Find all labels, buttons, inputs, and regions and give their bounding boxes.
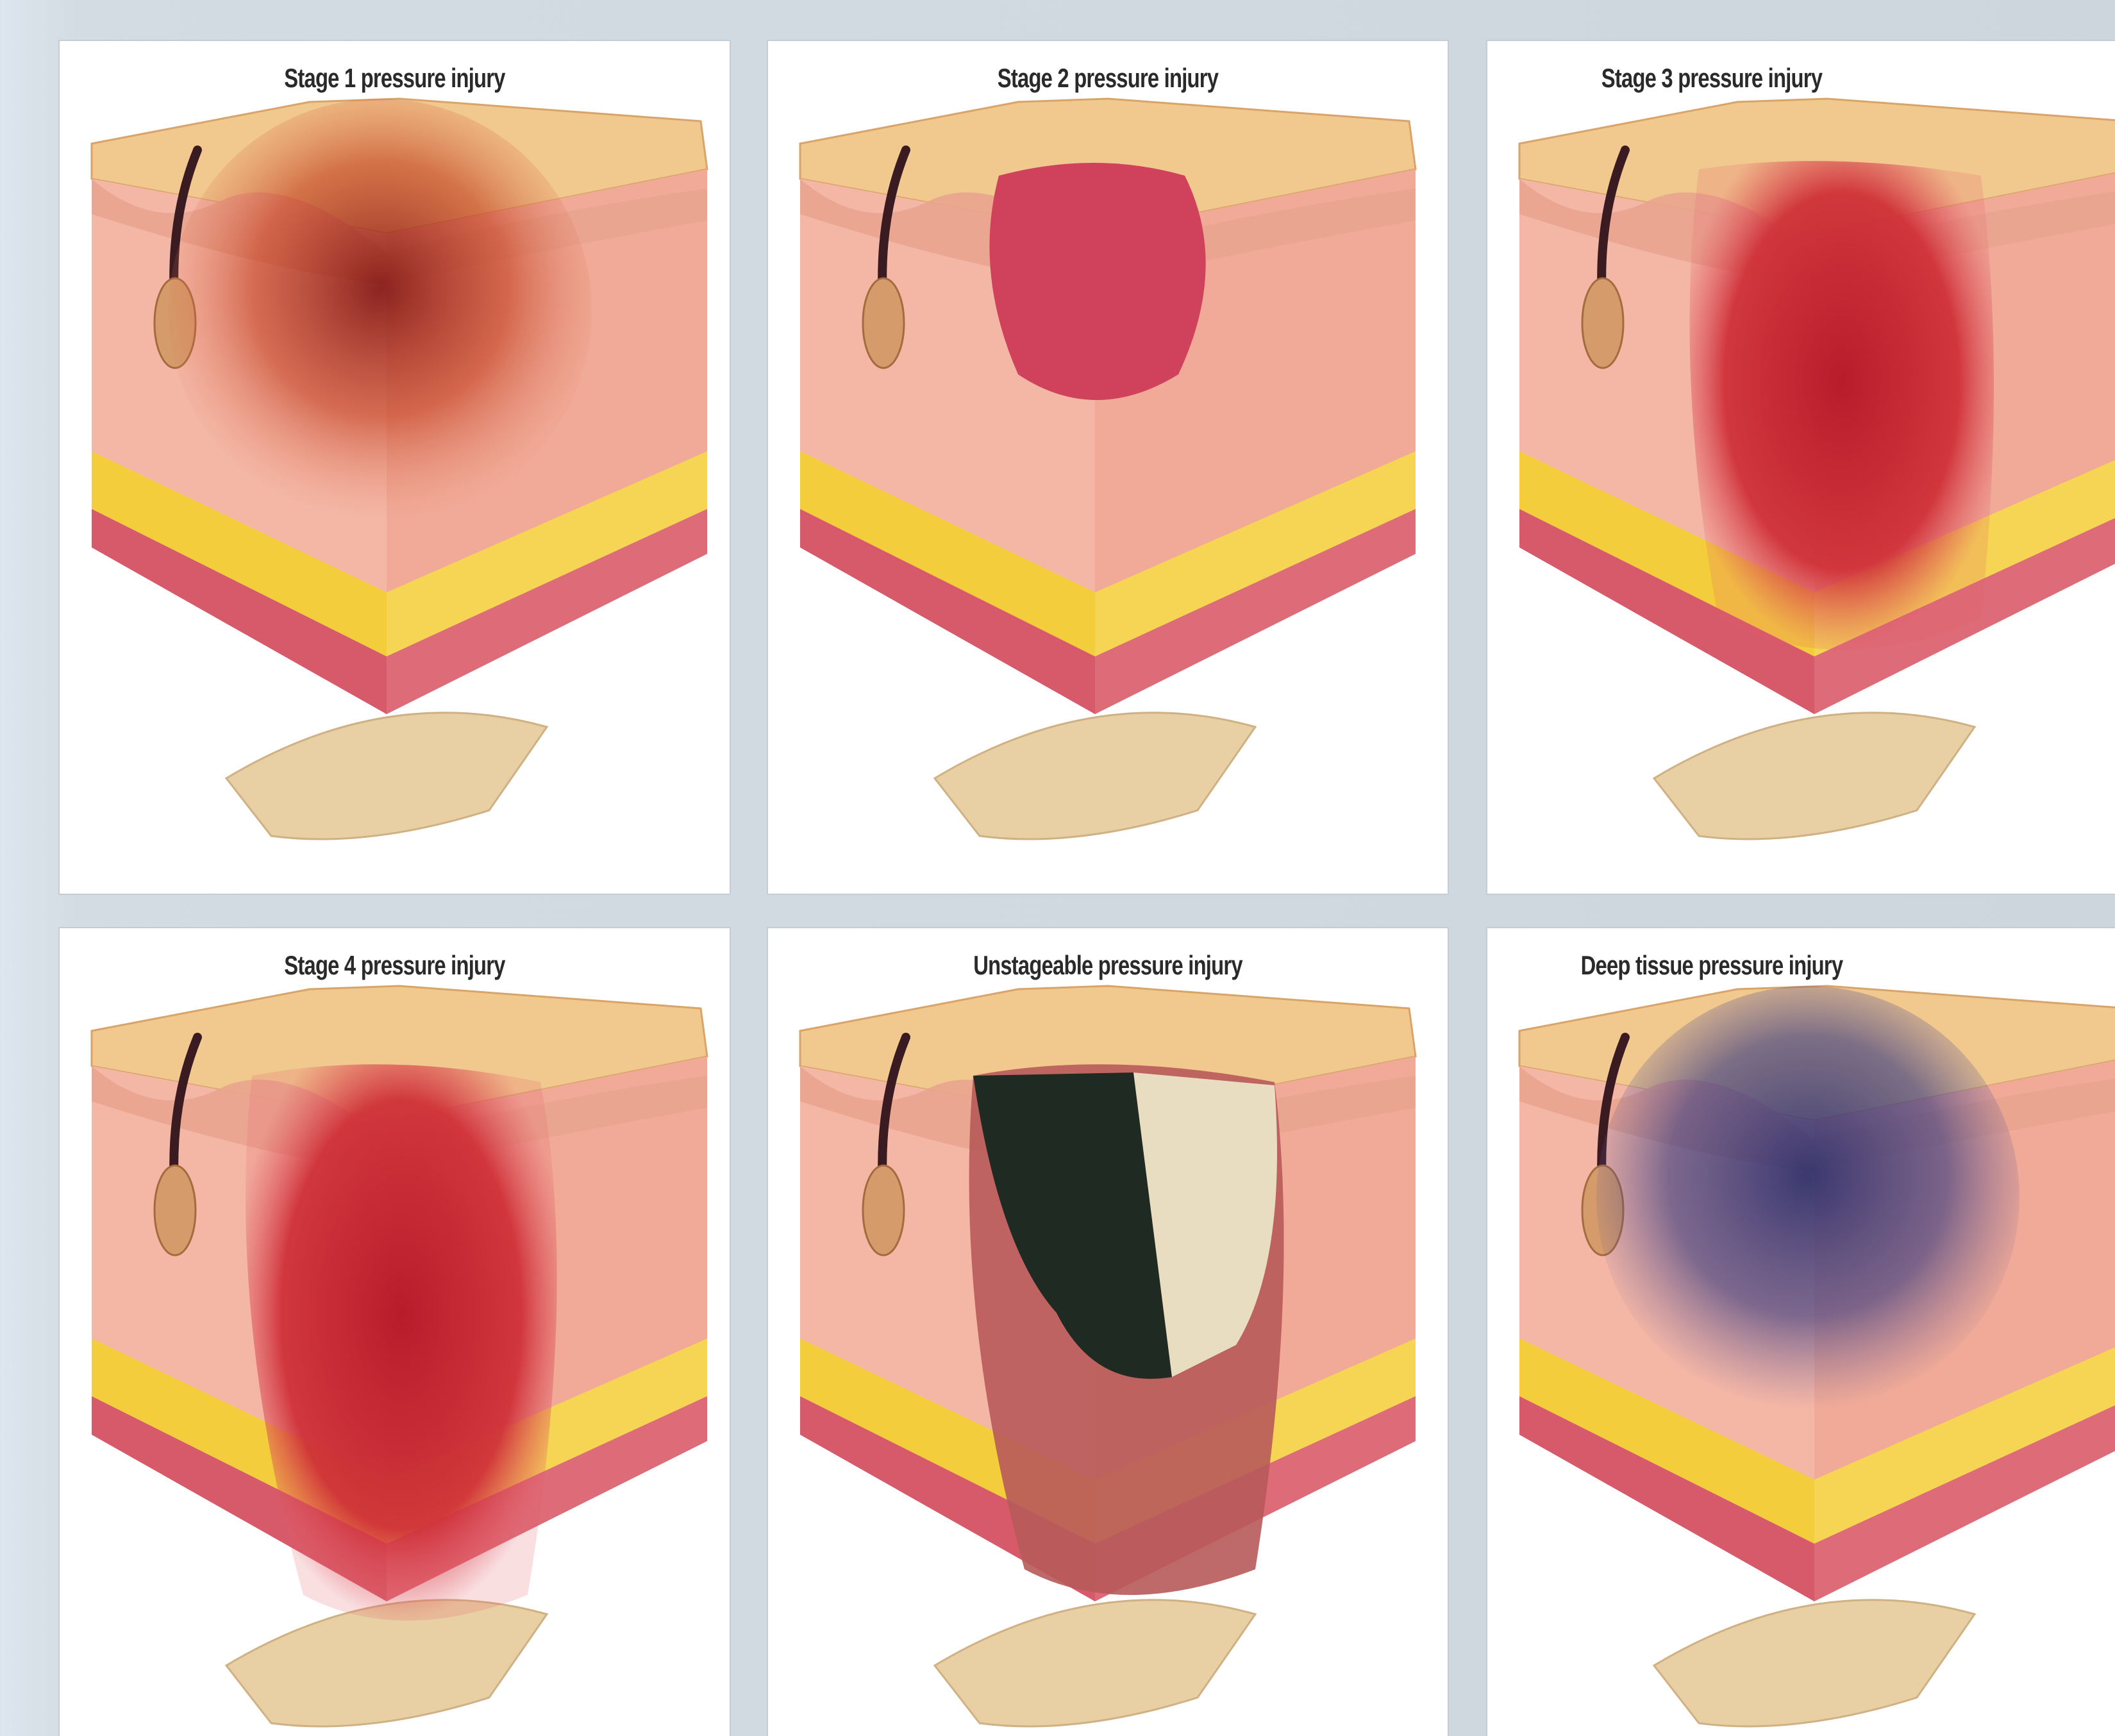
tissue-block <box>1519 986 2115 1726</box>
wound-discoloration <box>169 99 592 522</box>
tissue-block <box>800 986 1416 1726</box>
stage2-illustration <box>768 41 1448 894</box>
hair-follicle <box>155 1165 196 1255</box>
wound-discoloration <box>1596 986 2019 1409</box>
tissue-block <box>92 986 707 1726</box>
panel-stage4: Stage 4 pressure injury <box>60 928 730 1736</box>
tissue-block <box>92 99 707 839</box>
panel-stage3: Stage 3 pressure injury <box>1487 41 2115 894</box>
tissue-block <box>1519 99 2115 839</box>
stage4-illustration <box>60 928 730 1736</box>
bone <box>226 713 547 839</box>
unstageable-illustration <box>768 928 1448 1736</box>
stage1-illustration <box>60 41 730 894</box>
deep-tissue-illustration <box>1487 928 2115 1736</box>
hair-follicle <box>863 278 904 368</box>
wound-bed <box>246 1064 557 1621</box>
panel-unstageable: Unstageable pressure injury <box>768 928 1448 1736</box>
hair-follicle <box>863 1165 904 1255</box>
bone <box>935 713 1255 839</box>
panel-stage2: Stage 2 pressure injury <box>768 41 1448 894</box>
tissue-block <box>800 99 1416 839</box>
panel-deep-tissue: Deep tissue pressure injury <box>1487 928 2115 1736</box>
hair-follicle <box>1582 278 1623 368</box>
wound-bed <box>989 163 1205 400</box>
bone <box>1654 1600 1975 1726</box>
bone <box>1654 713 1975 839</box>
wound-bed <box>1689 161 1994 650</box>
panel-stage1: Stage 1 pressure injury <box>60 41 730 894</box>
stage3-illustration <box>1487 41 2115 894</box>
bone <box>935 1600 1255 1726</box>
